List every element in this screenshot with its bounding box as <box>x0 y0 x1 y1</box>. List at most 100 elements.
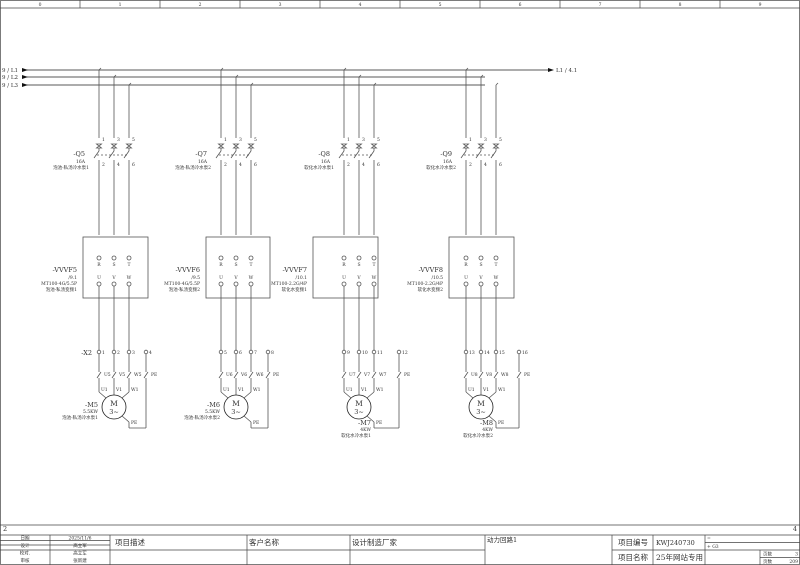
motor-icon <box>223 394 249 420</box>
eq-field: = <box>707 537 711 542</box>
vfd-output-label: V <box>233 275 238 281</box>
terminal-number: 11 <box>377 350 383 356</box>
wire-break <box>356 371 362 379</box>
vfd-model: MT100-2.2G/4P <box>271 281 307 287</box>
vfd-input-terminal <box>218 255 224 261</box>
location-field: + G3 <box>707 544 719 550</box>
ruler-column-number: 3 <box>279 2 282 8</box>
bus-arrow-icon <box>22 83 28 87</box>
vfd-input-terminal <box>463 255 469 261</box>
bus-output-label: L1 / 4.1 <box>556 68 577 74</box>
motor-pe-lead <box>366 415 375 423</box>
motor-symbol: M <box>232 399 240 408</box>
bus-tap <box>373 82 377 86</box>
vfd-desc: 泡池-私汤变频2 <box>169 286 201 293</box>
breaker-fuse-icon <box>370 143 378 149</box>
vfd-output-label: W <box>249 275 254 281</box>
ruler-column-number: 4 <box>359 2 362 8</box>
vfd-input-label: T <box>127 262 130 268</box>
breaker-pin-bottom: 6 <box>377 162 380 168</box>
breaker-pin-bottom: 6 <box>254 162 257 168</box>
wire-break <box>233 371 239 379</box>
wire-break <box>111 371 117 379</box>
motor-lead <box>220 391 229 399</box>
vfd-input-label: T <box>249 262 252 268</box>
tb-row-value: 2025/11/6 <box>68 536 91 542</box>
vfd-output-label: W <box>127 275 132 281</box>
motor-lead <box>121 391 130 399</box>
vfd-input-terminal <box>341 255 347 261</box>
terminal-number: 2 <box>117 350 120 356</box>
wire-label: PE <box>151 372 157 378</box>
circuit-2: 123456-Q716A泡池-私汤冷水泵2RUSVTW-VVVF6/9.5MT1… <box>164 67 279 429</box>
wire-break <box>248 371 254 379</box>
motor-pin-label: PE <box>376 420 382 426</box>
ruler-column-number: 7 <box>599 2 602 8</box>
vfd-id: -VVVF8 <box>419 266 443 274</box>
wire-label: U8 <box>471 372 478 378</box>
terminal-point <box>126 349 132 355</box>
vfd-desc: 软化水变频2 <box>418 286 443 293</box>
bus-output-arrow-icon <box>548 68 554 72</box>
motor-pin-label: W1 <box>376 387 384 393</box>
vfd-model: MT100-4G/5.5P <box>164 281 200 287</box>
motor-lead <box>488 391 497 399</box>
motor-pin-label: W1 <box>498 387 506 393</box>
breaker-fuse-icon <box>247 143 255 149</box>
page-value: 3 <box>795 552 798 558</box>
motor-lead <box>465 391 474 399</box>
wire-label: U6 <box>226 372 233 378</box>
motor-power: 4KW <box>482 427 493 433</box>
vfd-box <box>205 236 271 299</box>
motor-pin-label: U1 <box>223 387 230 393</box>
vfd-desc: 泡池-私汤变频1 <box>46 286 78 293</box>
motor-pin-label: U1 <box>346 387 353 393</box>
motor-pin-label: V1 <box>360 387 367 393</box>
total-label: 页数 <box>763 558 772 565</box>
motor-pin-label: V1 <box>237 387 244 393</box>
motor-power: 5.5KW <box>205 409 220 415</box>
breaker-pin-top: 5 <box>254 137 257 143</box>
terminal-point <box>341 349 347 355</box>
breaker-pin-top: 3 <box>239 137 242 143</box>
vfd-input-terminal <box>493 255 499 261</box>
terminal-point <box>478 349 484 355</box>
breaker-rating: 16A <box>198 159 208 165</box>
wire-break <box>126 371 132 379</box>
wire-label: PE <box>404 372 410 378</box>
terminal-number: 3 <box>132 350 135 356</box>
vfd-ref: /10.5 <box>431 275 443 281</box>
vfd-ref: /9.5 <box>191 275 200 281</box>
tb-row-value: 张新建 <box>73 557 87 564</box>
terminal-number: 7 <box>254 350 257 356</box>
wire-label: PE <box>524 372 530 378</box>
ruler-column-number: 1 <box>119 2 122 8</box>
breaker-pin-top: 1 <box>224 137 227 143</box>
ruler-column-number: 5 <box>439 2 442 8</box>
wire-break <box>371 371 377 379</box>
motor-symbol: M <box>477 399 485 408</box>
motor-pin-label: W1 <box>253 387 261 393</box>
manufacturer-label: 设计制造厂家 <box>352 537 397 547</box>
breaker-pin-bottom: 2 <box>102 162 105 168</box>
breaker-pin-top: 5 <box>499 137 502 143</box>
project-desc-label: 项目描述 <box>115 537 145 547</box>
vfd-input-label: S <box>112 262 115 268</box>
vfd-desc: 软化水变频1 <box>282 286 307 293</box>
project-name: 25年网站专用 <box>656 552 703 562</box>
breaker-fuse-icon <box>492 143 500 149</box>
motor-pin-label: U1 <box>101 387 108 393</box>
vfd-input-terminal <box>111 255 117 261</box>
sheet-title: 动力回路1 <box>487 535 517 544</box>
wire-break <box>463 371 469 379</box>
vfd-input-label: S <box>479 262 482 268</box>
vfd-output-label: V <box>111 275 116 281</box>
wire-label: V7 <box>363 372 370 378</box>
motor-id: -M7 <box>358 419 371 427</box>
breaker-blade <box>245 150 252 159</box>
wire-label: W5 <box>134 372 142 378</box>
terminal-number: 14 <box>484 350 490 356</box>
ruler-column-number: 2 <box>199 2 202 8</box>
tb-row-label: 审核 <box>21 557 30 564</box>
